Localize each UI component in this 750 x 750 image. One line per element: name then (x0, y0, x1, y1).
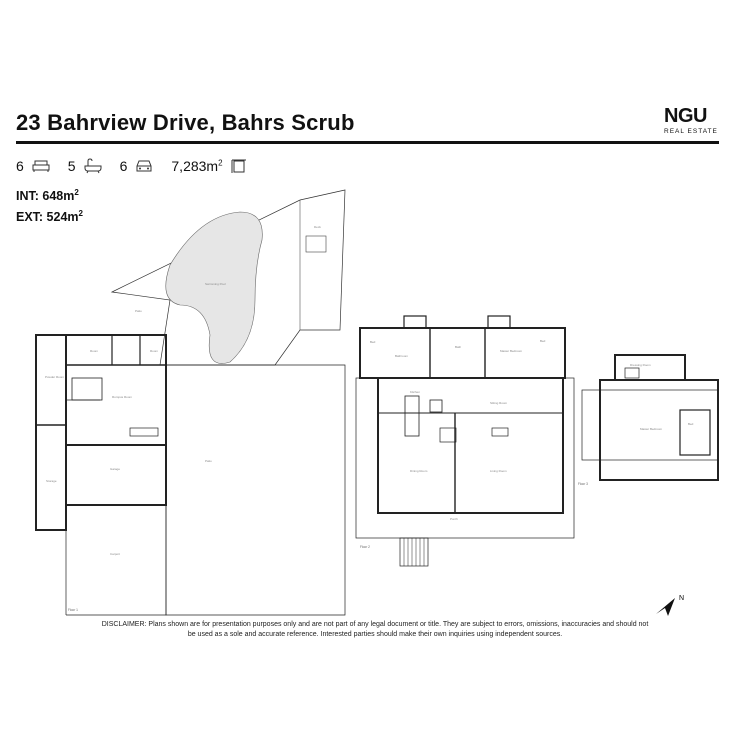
floor-3-label: Floor 3 (578, 482, 588, 486)
svg-text:Room: Room (90, 349, 99, 353)
bed-icon (32, 160, 50, 172)
svg-text:Kitchen: Kitchen (410, 390, 420, 394)
land-size-value: 7,283m2 (171, 158, 223, 174)
svg-text:Dining Room: Dining Room (410, 469, 428, 473)
header-divider (16, 141, 719, 144)
svg-text:Bed: Bed (688, 422, 694, 426)
svg-text:Master Bedroom: Master Bedroom (640, 427, 663, 431)
logo-subtitle: REAL ESTATE (664, 128, 718, 135)
svg-text:Garage: Garage (110, 467, 120, 471)
bedrooms-feature: 6 (16, 158, 50, 174)
floor-areas: INT: 648m2 EXT: 524m2 (16, 184, 83, 226)
bedrooms-count: 6 (16, 158, 24, 174)
svg-text:Patio: Patio (135, 309, 142, 313)
svg-text:Porch: Porch (450, 517, 458, 521)
car-spaces-count: 6 (119, 158, 128, 174)
disclaimer-text: DISCLAIMER: Plans shown are for presenta… (101, 621, 649, 638)
svg-text:Living Room: Living Room (490, 469, 507, 473)
bath-icon (84, 158, 102, 174)
bathrooms-feature: 5 (68, 158, 102, 174)
svg-text:Storage: Storage (46, 479, 57, 483)
svg-text:Rumpus Room: Rumpus Room (112, 395, 133, 399)
svg-text:Powder Room: Powder Room (45, 375, 65, 379)
car-icon (136, 160, 152, 172)
svg-text:Patio: Patio (205, 459, 212, 463)
svg-text:Deck: Deck (314, 225, 321, 229)
logo-mark: NGU (664, 105, 707, 127)
svg-text:Bathroom: Bathroom (395, 354, 409, 358)
svg-text:Room: Room (150, 349, 159, 353)
svg-text:Master Bedroom: Master Bedroom (500, 349, 523, 353)
svg-text:Dressing Room: Dressing Room (630, 363, 651, 367)
land-size-icon (231, 159, 246, 173)
land-size-feature: 7,283m2 (171, 158, 246, 174)
page-title: 23 Bahrview Drive, Bahrs Scrub (16, 110, 355, 135)
svg-text:Bath: Bath (455, 345, 462, 349)
floor-2-label: Floor 2 (360, 545, 370, 549)
internal-area: INT: 648m2 (16, 188, 79, 204)
svg-text:Bed: Bed (540, 339, 546, 343)
property-features: 6 5 6 7,283m2 (16, 156, 265, 176)
svg-text:Bed: Bed (370, 340, 376, 344)
car-spaces-feature: 6 (120, 158, 154, 174)
svg-text:Carport: Carport (110, 552, 120, 556)
agency-logo: NGU REAL ESTATE (664, 106, 720, 140)
floor-1-label: Floor 1 (68, 608, 78, 612)
svg-text:Swimming Pool: Swimming Pool (205, 282, 226, 286)
external-area: EXT: 524m2 (16, 209, 83, 225)
north-arrow-icon: N (656, 595, 684, 616)
svg-text:N: N (679, 595, 684, 602)
svg-text:Sitting Room: Sitting Room (490, 401, 508, 405)
bathrooms-count: 5 (67, 158, 76, 174)
